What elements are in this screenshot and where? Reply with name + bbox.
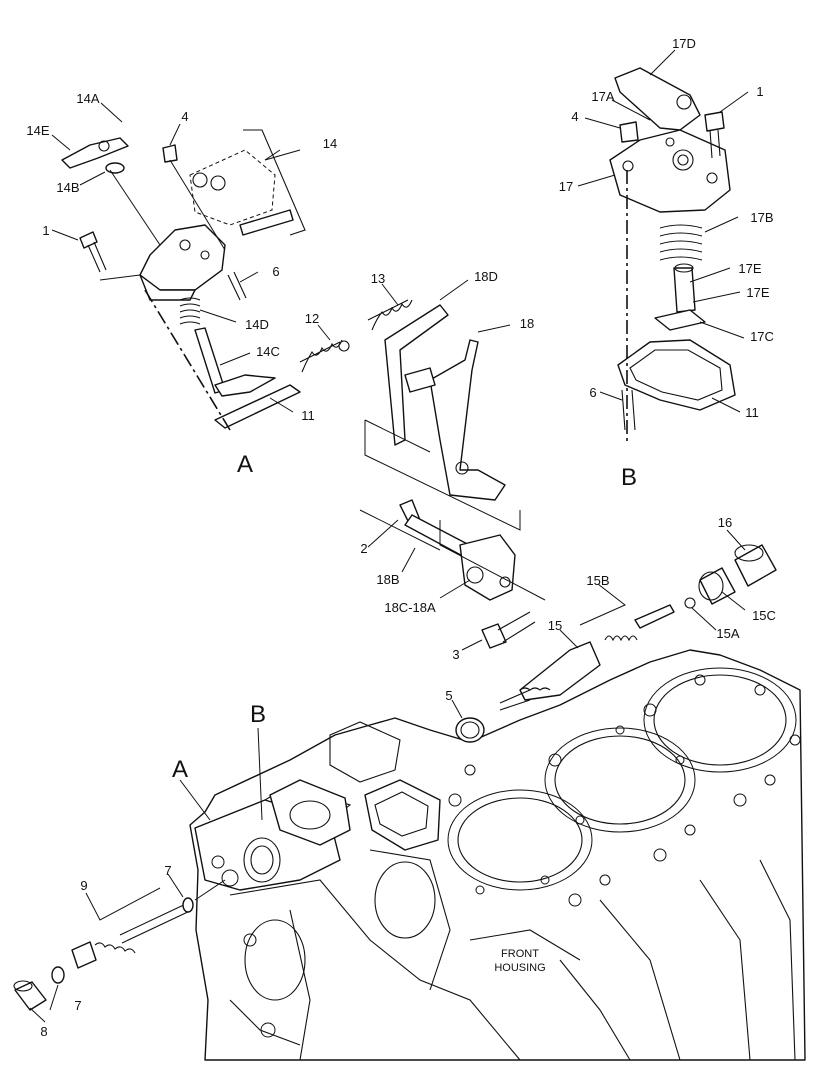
front-housing [189,649,806,1061]
callout-7-lower: 7 [74,998,81,1013]
callout-7-upper: 7 [164,863,171,878]
control-cover-assembly [609,67,736,445]
callout-17E-lower: 17E [746,285,769,300]
governor-lever-assembly [299,299,546,649]
callout-18C-18A: 18C-18A [384,600,436,615]
callout-17E-upper: 17E [738,261,761,276]
callout-15A: 15A [716,626,739,641]
callout-16: 16 [718,515,732,530]
callout-12: 12 [305,311,319,326]
callout-9: 9 [80,878,87,893]
callout-17B: 17B [750,210,773,225]
callout-15: 15 [548,618,562,633]
callout-17D: 17D [672,36,696,51]
callout-14B: 14B [56,180,79,195]
callout-14A: 14A [76,91,99,106]
callout-5: 5 [445,688,452,703]
callout-17C: 17C [750,329,774,344]
callout-13: 13 [371,271,385,286]
callout-17A: 17A [591,89,614,104]
callout-A-top: A [237,451,253,478]
shutoff-solenoid-assembly [455,544,777,743]
callout-6-left: 6 [272,264,279,279]
callout-11-left: 11 [301,408,315,423]
callout-18: 18 [520,316,534,331]
adjust-screw-assembly [13,879,226,1011]
callout-14D: 14D [245,317,269,332]
callout-labels: 14A 14E 14B 4 14 1 6 14D 14C 11 A 12 13 … [26,36,776,1039]
callout-4-left: 4 [181,109,188,124]
callout-14E: 14E [26,123,49,138]
leader-lines [29,49,749,1023]
housing-label-line1: FRONT [501,948,539,960]
callout-14: 14 [323,136,337,151]
callout-11-right: 11 [745,405,759,420]
callout-A-bottom: A [172,756,188,783]
callout-B-bottom: B [250,701,266,728]
callout-4-right: 4 [571,109,578,124]
callout-6-right: 6 [589,385,596,400]
callout-14C: 14C [256,344,280,359]
callout-3: 3 [452,647,459,662]
callout-18D: 18D [474,269,498,284]
governor-cover-assembly [61,129,306,431]
callout-17: 17 [559,179,573,194]
callout-1-left: 1 [42,223,49,238]
callout-2: 2 [360,541,367,556]
callout-15B: 15B [586,573,609,588]
callout-B-top: B [621,464,637,491]
callout-1-right: 1 [756,84,763,99]
callout-18B: 18B [376,572,399,587]
housing-label-line2: HOUSING [494,962,545,974]
callout-8: 8 [40,1024,47,1039]
callout-15C: 15C [752,608,776,623]
